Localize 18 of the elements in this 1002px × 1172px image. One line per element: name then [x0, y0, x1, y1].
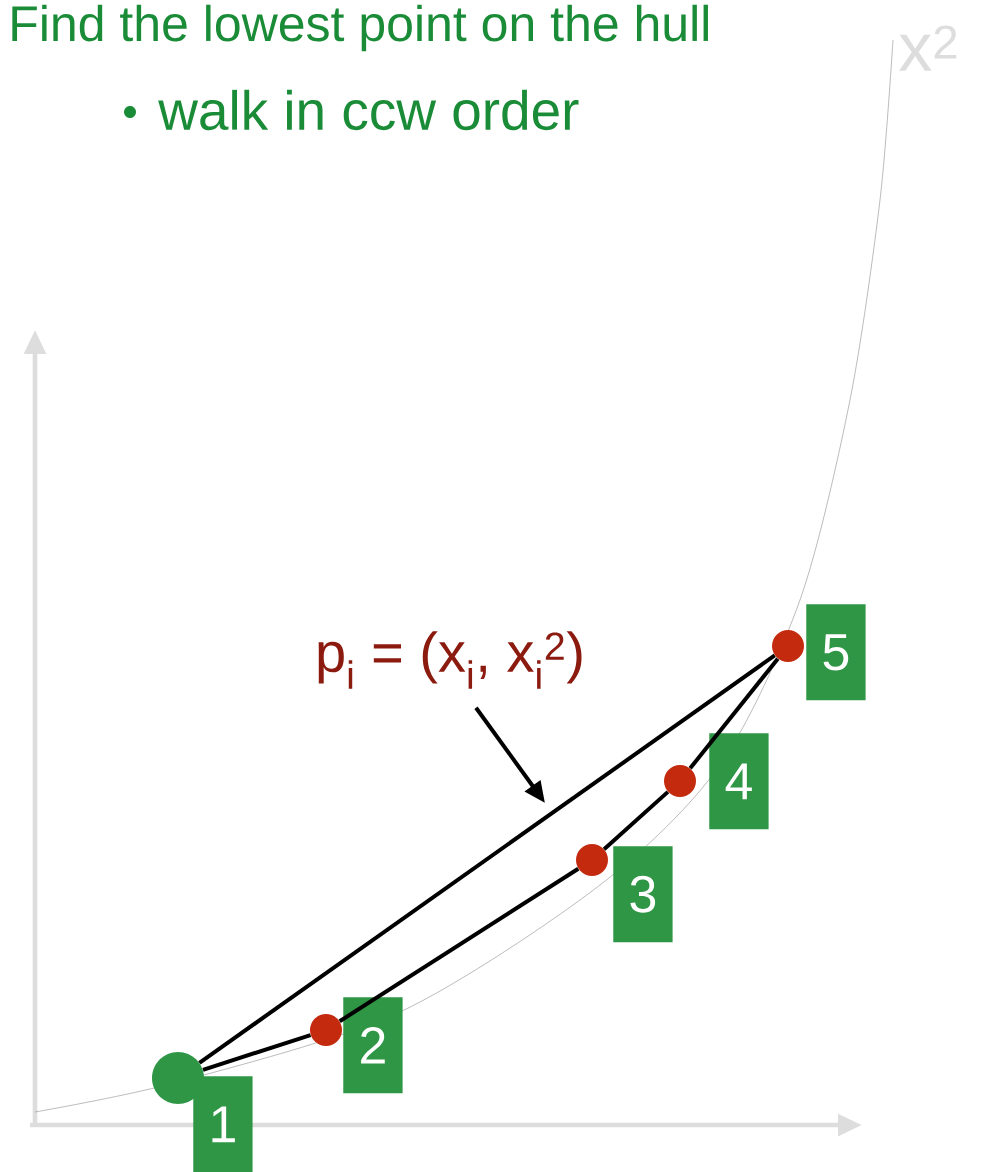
formula-text: p$_{i}$ = (x$_{i}$, x$_{i}$$^{2}$) — [318, 631, 582, 689]
point-dot — [310, 1014, 342, 1046]
hull-line — [198, 653, 776, 1065]
number-box: 2 — [343, 997, 403, 1094]
number-box: 4 — [709, 733, 769, 830]
point-dot — [772, 630, 804, 662]
number-box: 1 — [193, 1076, 253, 1172]
bullet-text: walk in ccw order — [158, 89, 579, 131]
hull-line — [202, 1033, 312, 1072]
point-dot — [664, 765, 696, 797]
heading-text: Find the lowest point on the hull — [12, 4, 708, 52]
point-dot — [152, 1052, 204, 1104]
point-dot — [576, 844, 608, 876]
hull-line — [688, 657, 780, 770]
number-box: 3 — [613, 846, 673, 943]
hull-line — [602, 790, 670, 851]
number-box: 5 — [806, 604, 866, 701]
hull-line — [338, 867, 580, 1023]
